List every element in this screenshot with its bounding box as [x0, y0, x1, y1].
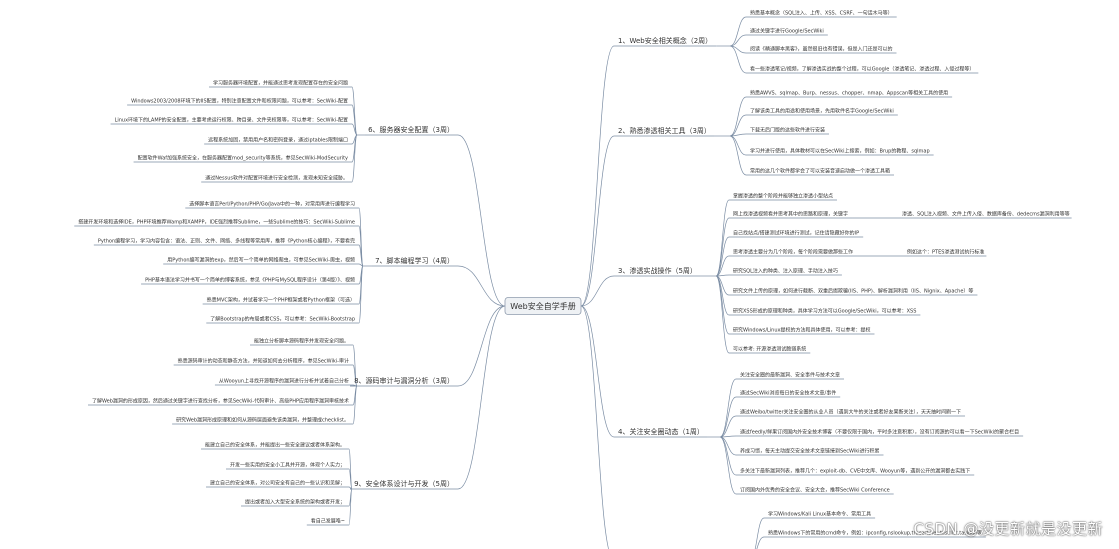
leaf-9-2: 开发一些实用的安全小工具并开源，体现个人实力；	[230, 462, 345, 469]
leaf-3-3: 自己找站点/搭建测试环境进行测试，记住请隐藏好你的IP	[733, 230, 859, 237]
leaf-extra-3-2: 渗透、SQL注入视频、文件上传入侵、数据库备份、dedecms漏洞利用等等	[902, 211, 1070, 218]
leaf-3-5: 研究SQL注入的种类、注入原理、手动注入技巧	[733, 268, 838, 275]
leaf-3-9: 可以参考: 开源渗透测试脆弱系统	[733, 346, 806, 353]
leaf-1-3: 阅读《精通脚本黑客》，虽然很旧也有错误，但是入门还是可以的	[750, 46, 893, 53]
leaf-7-5: PHP基本语法学习并书写一个简单的博客系统，参见《PHP与MySQL程序设计（第…	[145, 277, 355, 284]
leaf-3-6: 研究文件上传的原理，如何进行截断、双重后缀欺骗(IIS、PHP)、解析漏洞利用（…	[733, 288, 973, 295]
branch-3: 3、渗透实战操作（5周） 掌握渗透的整个阶段并能够独立渗透小型站点网上找渗透视频看…	[618, 193, 1070, 353]
leaf-6-4: 远程系统加固，禁用用户名和密码登录，通过iptables限制端口	[208, 137, 348, 144]
leaf-1-2: 通过关键字进行Google/SecWiki	[750, 28, 824, 35]
branch-label-2: 2、熟悉渗透相关工具（3周）	[618, 126, 711, 135]
leaf-7-7: 了解Bootstrap的布局或者CSS，可以参考：SecWiki-Bootstr…	[210, 316, 355, 323]
connector-lines	[74, 16, 1072, 549]
branch-2: 2、熟悉渗透相关工具（3周） 熟悉AWVS、sqlmap、Burp、nessus、…	[618, 90, 948, 175]
branch-label-3: 3、渗透实战操作（5周）	[618, 266, 697, 275]
leaf-2-4: 学习并进行使用，具体教材可以在SecWiki上搜索，例如：Brup的教程、sql…	[750, 148, 930, 155]
leaf-9-3: 建立自己的安全体系，对公司安全有自己的一些认识和见解；	[210, 480, 345, 487]
leaf-1-4: 看一些渗透笔记/视频，了解渗透实战的整个过程，可以Google（渗透笔记、渗透过…	[750, 66, 974, 73]
leaf-2-5: 常用的这几个软件都学会了可以安装音速启动做一个渗透工具箱	[750, 168, 890, 175]
branch-label-9: 9、安全体系设计与开发（5周）	[354, 479, 454, 488]
root-node-box	[504, 297, 582, 315]
mind-map-nodes: 1、Web安全相关概念（2周） 熟悉基本概念（SQL注入、上传、XSS、CSRF、…	[78, 10, 1070, 537]
branch-label-8: 8、源码审计与漏洞分析（3周）	[354, 376, 454, 385]
leaf-6-2: Windows2003/2008环境下的IIS配置，特别注意配置文件和权限问题，…	[131, 98, 348, 105]
leaf-3-8: 研究Windows/Linux提权的方法和具体使用，可以参考：提权	[733, 327, 870, 334]
leaf-9-5: 看自己发展咯~	[311, 518, 345, 525]
leaf-3-7: 研究XSS形成的原理和种类，具体学习方法可以Google/SecWiki，可以参…	[733, 308, 916, 315]
leaf-7-3: Python编程学习，学习内容包含：语法、正则、文件、网络、多线程等常用库，推荐…	[98, 238, 355, 245]
branch-4: 4、关注安全圈动态（1周） 关注安全圈的最新漏洞、安全事件与技术文章通过SecWi…	[618, 372, 1019, 494]
leaf-8-3: 从Wooyun上寻找开源程序的漏洞进行分析并试着自己分析	[219, 378, 349, 385]
branch-label-1: 1、Web安全相关概念（2周）	[618, 36, 712, 45]
leaf-5-2: 熟悉Windows下的常用的cmd命令，例如：ipconfig,nslookup…	[768, 530, 982, 537]
leaf-3-4: 思考渗透主要分为几个阶段，每个阶段需要做那些工作	[733, 249, 853, 256]
leaf-extra-3-4: 例如这个：PTES渗透测试执行标准	[907, 249, 984, 256]
leaf-2-3: 下载无后门版的这些软件进行安装	[750, 127, 825, 134]
leaf-2-1: 熟悉AWVS、sqlmap、Burp、nessus、chopper、nmap、A…	[750, 90, 948, 97]
leaf-6-3: Linux环境下的LAMP的安全配置，主要考虑运行权限、跨目录、文件夹权限等，可…	[115, 117, 348, 124]
watermark: CSDN @没更新就是没更新	[913, 520, 1103, 538]
branch-label-7: 7、脚本编程学习（4周）	[375, 256, 454, 265]
branch-1: 1、Web安全相关概念（2周） 熟悉基本概念（SQL注入、上传、XSS、CSRF、…	[618, 10, 974, 73]
leaf-6-1: 学习服务器环境配置，并能通过思考发现配置存在的安全问题	[213, 80, 348, 87]
branch-6: 6、服务器安全配置（3周） 学习服务器环境配置，并能通过思考发现配置存在的安全问题…	[115, 80, 454, 182]
leaf-8-5: 研究Web漏洞形成原理和如何从源码层面避免该类漏洞，并整理成checklist。	[176, 417, 349, 424]
leaf-4-6: 多关注下最新漏洞列表，推荐几个：exploit-db、CVE中文库、Wooyun…	[740, 468, 970, 475]
leaf-4-2: 通过SecWiki浏览每日的安全技术文章/事件	[740, 390, 836, 397]
leaf-9-1: 能建立自己的安全体系，并能提出一些安全建议或者体系架构。	[205, 442, 345, 449]
leaf-8-4: 了解Web漏洞的形成原因，然后通过关键字进行查找分析，参见SecWiki-代码审…	[92, 398, 349, 405]
root-node-label: Web安全自学手册	[510, 301, 575, 311]
leaf-4-4: 通过feedly/鲜果订阅国内外安全技术博客（不要仅限于国内，平时多注意积累），…	[740, 429, 1019, 436]
leaf-2-2: 了解该类工具的用途和使用场景，先用软件名字Google/SecWiki	[750, 108, 894, 115]
branch-label-4: 4、关注安全圈动态（1周）	[618, 427, 704, 436]
leaf-4-3: 通过Weibo/twitter关注安全圈的从业人员（遇到大牛的关注或者好友果断关…	[740, 409, 961, 416]
leaf-3-1: 掌握渗透的整个阶段并能够独立渗透小型站点	[733, 193, 833, 200]
leaf-7-4: 用Python编写漏洞的exp，然后写一个简单的网络爬虫，可参见SecWiki-…	[167, 257, 355, 264]
branch-label-6: 6、服务器安全配置（3周）	[368, 125, 454, 134]
leaf-6-6: 通过Nessus软件对配置环境进行安全检测，发现未知安全威胁。	[205, 175, 348, 182]
root-node: Web安全自学手册	[504, 297, 582, 315]
branch-8: 8、源码审计与漏洞分析（3周） 能独立分析脚本源码程序并发现安全问题。熟悉源码审计…	[92, 338, 454, 424]
leaf-7-2: 搭建开发环境和选择IDE，PHP环境推荐Wamp和XAMPP，IDE强烈推荐Su…	[78, 219, 355, 226]
leaf-6-5: 配置软件Waf加强系统安全，在服务器配置mod_security等系统，参见Se…	[138, 155, 348, 162]
leaf-8-2: 熟悉源码审计的动态和静态方法，并知道如何去分析程序，参见SecWiki-审计	[178, 358, 349, 365]
leaf-5-1: 学习Windows/Kali Linux基本命令、常用工具	[768, 511, 871, 518]
branch-5: 5、熟悉Windows/Kali Linux（3周）学习Windows/Kali…	[768, 511, 982, 537]
branch-7: 7、脚本编程学习（4周） 选择脚本语言Perl/Python/PHP/Go/Jav…	[78, 201, 454, 323]
leaf-9-4: 提出或者加入大型安全系统的架构或者开发；	[245, 499, 345, 506]
leaf-7-6: 熟悉MVC架构，并试着学习一个PHP框架或者Python框架（可选）	[207, 297, 355, 304]
branch-9: 9、安全体系设计与开发（5周） 能建立自己的安全体系，并能提出一些安全建议或者体系…	[205, 442, 454, 525]
leaf-3-2: 网上找渗透视频看并思考其中的思路和原理，关键字	[733, 211, 848, 218]
leaf-4-1: 关注安全圈的最新漏洞、安全事件与技术文章	[740, 372, 840, 379]
leaf-4-7: 订阅国内外优秀的安全会议、安全大会，推荐SecWiki Conference	[740, 487, 890, 494]
leaf-1-1: 熟悉基本概念（SQL注入、上传、XSS、CSRF、一句话木马等）	[750, 10, 893, 17]
leaf-8-1: 能独立分析脚本源码程序并发现安全问题。	[254, 338, 349, 345]
leaf-4-5: 养成习惯，每天主动提交安全技术文章链接到SecWiki进行积累	[740, 448, 880, 455]
leaf-7-1: 选择脚本语言Perl/Python/PHP/Go/Java中的一种，对常用库进行…	[189, 201, 355, 208]
